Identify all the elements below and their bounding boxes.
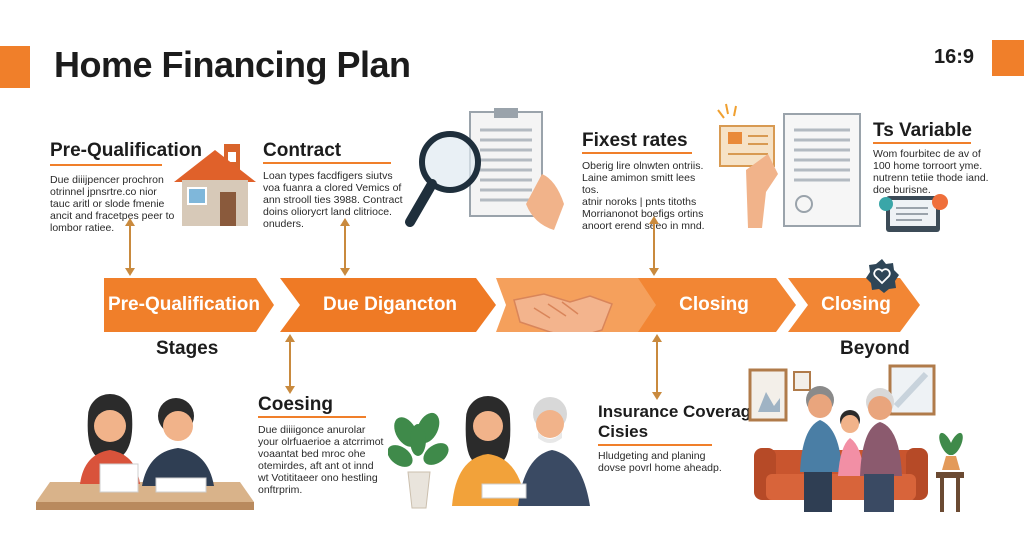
connector-bottom-2-head-up <box>652 334 662 342</box>
beyond-label: Beyond <box>840 338 910 359</box>
top-block-2-underline <box>263 162 391 164</box>
stage-chevron-2 <box>280 278 496 332</box>
stages-label: Stages <box>156 338 219 359</box>
connector-top-3 <box>653 220 655 270</box>
bottom-block-2-underline <box>598 444 712 446</box>
connector-top-2-head-down <box>340 268 350 276</box>
top-block-3-underline <box>582 152 692 154</box>
aspect-ratio-label: 16:9 <box>933 46 974 68</box>
bottom-block-2-text: Hludgeting and planing dovse povrl home … <box>598 450 722 474</box>
house-icon <box>172 136 258 228</box>
stage-label-2: Due Digancton <box>322 294 458 315</box>
connector-bottom-2-head-down <box>652 392 662 400</box>
connector-bottom-1-head-down <box>285 386 295 394</box>
top-block-4-underline <box>873 142 971 144</box>
stage-chevron-4 <box>788 278 920 332</box>
connector-bottom-1-head-up <box>285 334 295 342</box>
stage-chevron-3 <box>634 278 796 332</box>
hand-document-icon <box>712 100 868 230</box>
page-title: Home Financing Plan <box>54 44 411 85</box>
plant-icon <box>387 410 450 510</box>
stage-label-4: Closing <box>821 294 891 315</box>
couple-signing-illustration <box>36 386 254 516</box>
connector-top-1 <box>129 222 131 270</box>
heart-badge-icon <box>864 258 900 294</box>
top-block-2-heading: Contract <box>263 140 342 161</box>
stage-chevron-1 <box>104 278 274 332</box>
connector-top-2-head-up <box>340 218 350 226</box>
handshake-icon <box>513 293 613 339</box>
left-accent-bar <box>0 46 30 88</box>
connector-bottom-1 <box>289 338 291 388</box>
magnifier-document-icon <box>404 104 576 232</box>
bottom-block-2-heading: Insurance Coverage Cisies <box>598 402 761 441</box>
connector-top-1-head-up <box>125 218 135 226</box>
calculator-screen-icon <box>878 190 948 236</box>
connector-top-2 <box>344 222 346 270</box>
top-block-1-text: Due diiijpencer prochron otrinnel jpnsrt… <box>50 174 175 234</box>
timeline: Pre-Qualification Due Digancton Closing … <box>104 278 926 339</box>
top-block-3-heading: Fixest rates <box>582 130 688 151</box>
top-block-4-text: Wom fourbitec de av of 100 home torroort… <box>873 148 989 196</box>
top-block-1-underline <box>50 164 162 166</box>
timeline-chevrons <box>104 278 920 339</box>
top-block-3-text: Oberig lire olnwten ontriis. Laine amimo… <box>582 160 705 232</box>
connector-top-3-head-up <box>649 216 659 224</box>
top-block-1-heading: Pre-Qualification <box>50 140 203 161</box>
connector-top-3-head-down <box>649 268 659 276</box>
advisor-meeting-illustration <box>452 386 594 510</box>
connector-top-1-head-down <box>125 268 135 276</box>
stage-label-3: Closing <box>679 294 749 315</box>
connector-bottom-2 <box>656 338 658 394</box>
top-block-4-heading: Ts Variable <box>873 120 972 141</box>
right-accent-bar <box>992 40 1024 76</box>
top-block-2-text: Loan types facdfigers siutvs voa fuanra … <box>263 170 403 230</box>
bottom-block-1-heading: Coesing <box>258 394 333 415</box>
bottom-block-1-underline <box>258 416 366 418</box>
bottom-block-1-text: Due diiiigonce anurolar your olrfuaerioe… <box>258 424 384 496</box>
stage-label-1: Pre-Qualification <box>107 294 261 315</box>
family-icon <box>746 362 976 522</box>
